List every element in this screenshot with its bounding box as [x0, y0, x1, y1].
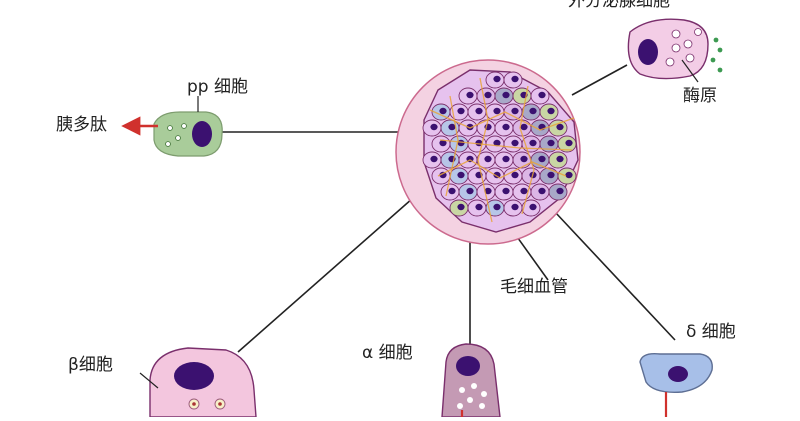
exocrine-cell	[627, 18, 723, 83]
islet-cell-nucleus	[511, 75, 519, 83]
islet-cells	[422, 71, 577, 217]
label-capillary: 毛细血管	[500, 277, 568, 297]
islet-cell-nucleus	[502, 187, 510, 195]
zymogen-release-dots	[710, 37, 723, 73]
beta-label-pointer	[139, 372, 159, 389]
islet-capillaries	[429, 77, 575, 223]
islet-cell-nucleus	[502, 155, 510, 163]
islet-cell-nucleus	[511, 203, 519, 211]
islet-cell-nucleus	[439, 171, 447, 179]
islet-cell-nucleus	[430, 155, 438, 163]
islet-cell-nucleus	[556, 123, 564, 131]
islet-cell-nucleus	[475, 107, 483, 115]
islet-cell-nucleus	[556, 187, 564, 195]
label-pp-cell: pp 细胞	[187, 77, 248, 97]
pp-cell	[121, 96, 223, 157]
islet-cell-nucleus	[448, 187, 456, 195]
islet-cell-nucleus	[529, 139, 537, 147]
islet-cell-nucleus	[511, 107, 519, 115]
islet-cell-nucleus	[466, 187, 474, 195]
islet-cell-nucleus	[493, 75, 501, 83]
capillary-segment	[429, 109, 575, 131]
line-to-exocrine-cell	[571, 64, 628, 96]
islet-cell-nucleus	[457, 171, 465, 179]
alpha-cell-nucleus	[456, 356, 480, 376]
islet-cell-nucleus	[511, 139, 519, 147]
exocrine-nucleus	[638, 39, 658, 65]
label-pancreatic-polypeptide: 胰多肽	[56, 115, 107, 135]
islet-cell-nucleus	[520, 187, 528, 195]
beta-cell	[139, 347, 257, 418]
zymogen-pointer	[681, 59, 699, 83]
pp-cell-nucleus	[192, 121, 212, 147]
islet-cell-nucleus	[502, 123, 510, 131]
islet-cell-nucleus	[466, 123, 474, 131]
islet-cell-nucleus	[457, 203, 465, 211]
alpha-granules	[457, 383, 487, 409]
line-to-delta-cell	[539, 195, 676, 341]
islet-cell-nucleus	[547, 107, 555, 115]
islet-cell-nucleus	[547, 171, 555, 179]
capillary-segment	[477, 77, 493, 223]
capillary-segment	[437, 159, 567, 179]
islet-cell-nucleus	[484, 187, 492, 195]
islet	[395, 59, 581, 245]
capillary-segment	[519, 85, 535, 215]
islet-cell-nucleus	[493, 203, 501, 211]
beta-cell-nucleus	[174, 362, 214, 390]
islet-cell-nucleus	[439, 139, 447, 147]
label-beta-cell: β细胞	[68, 355, 113, 375]
islet-cell-nucleus	[520, 155, 528, 163]
islet-cell-nucleus	[538, 187, 546, 195]
islet-cell-nucleus	[556, 155, 564, 163]
label-alpha-cell: α 细胞	[362, 343, 413, 363]
islet-cell-nucleus	[538, 155, 546, 163]
islet-cell-nucleus	[565, 171, 573, 179]
islet-cell-nucleus	[502, 91, 510, 99]
label-exocrine-cell: 外分泌腺细胞	[568, 0, 670, 11]
islet-cell-nucleus	[475, 203, 483, 211]
islet-cell-nucleus	[484, 91, 492, 99]
islet-cell-nucleus	[484, 155, 492, 163]
alpha-cell	[441, 343, 501, 418]
delta-cell	[639, 352, 713, 417]
capillary-segment	[439, 139, 573, 151]
islet-cell-nucleus	[466, 91, 474, 99]
islet-cell-nucleus	[547, 139, 555, 147]
islet-cell-nucleus	[565, 139, 573, 147]
islet-cell-nucleus	[529, 107, 537, 115]
capillary-segment	[445, 95, 459, 197]
islet-cell-nucleus	[511, 171, 519, 179]
islet-cell-nucleus	[430, 123, 438, 131]
alpha-cell-body	[441, 343, 501, 418]
islet-cell-nucleus	[493, 107, 501, 115]
islet-cell-nucleus	[520, 123, 528, 131]
delta-cell-nucleus	[668, 366, 688, 382]
islet-cell-nucleus	[439, 107, 447, 115]
zymogen-granules	[665, 28, 702, 67]
islet-cell-nucleus	[529, 203, 537, 211]
pp-granules	[165, 123, 187, 147]
label-zymogen: 酶原	[683, 86, 717, 106]
islet-cell-nucleus	[457, 107, 465, 115]
line-to-beta-cell	[237, 175, 439, 353]
label-delta-cell: δ 细胞	[686, 322, 736, 342]
islet-cell-nucleus	[538, 91, 546, 99]
islet-cell-nucleus	[448, 123, 456, 131]
islet-cell-nucleus	[493, 139, 501, 147]
